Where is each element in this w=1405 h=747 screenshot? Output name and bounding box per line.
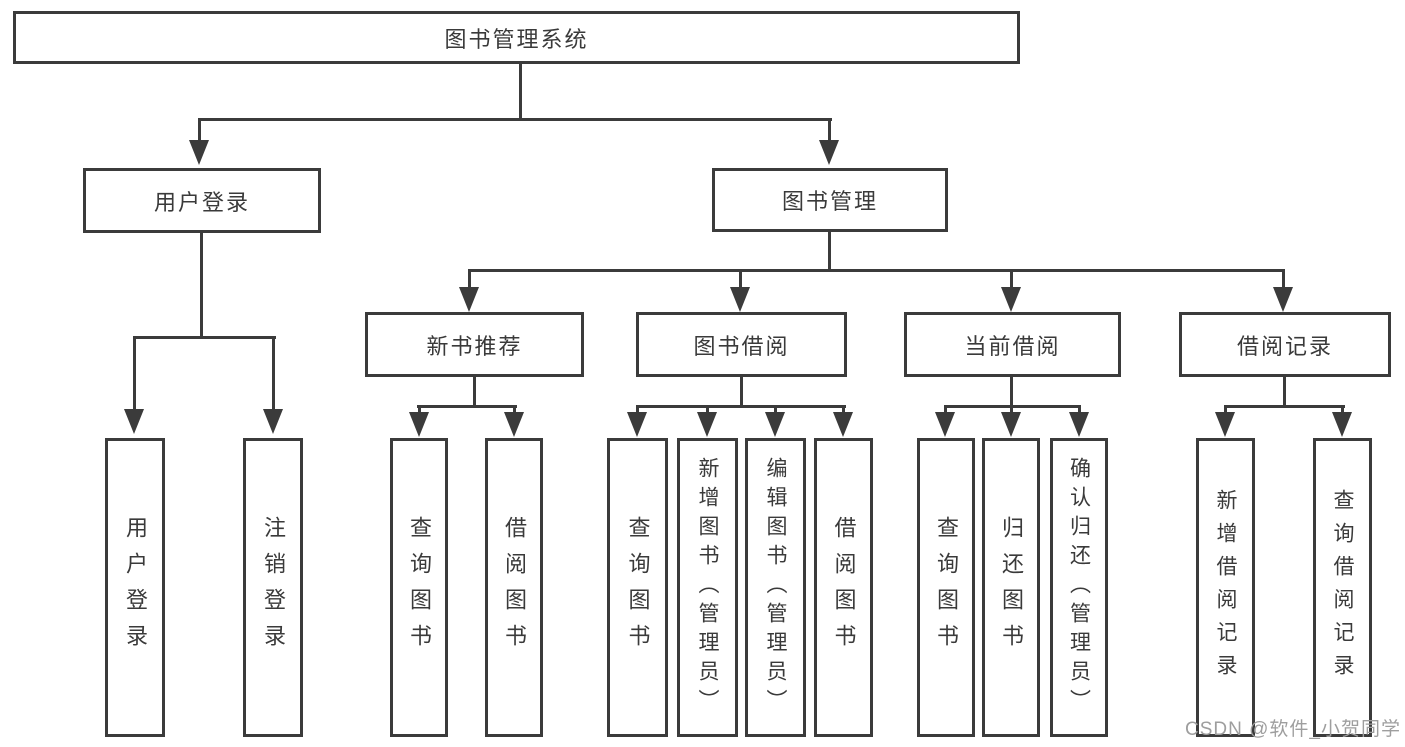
leaf-return-book: 归还图书 xyxy=(982,438,1040,737)
connector-level3-shaft xyxy=(468,269,471,291)
connector-new-book-branch xyxy=(417,405,517,408)
connector-level3-shaft xyxy=(1010,269,1013,291)
connector-leaf-shaft xyxy=(272,336,275,412)
arrowhead-down-icon xyxy=(459,287,479,312)
arrowhead-down-icon xyxy=(765,412,785,437)
leaf-query-books-2: 查询图书 xyxy=(607,438,668,737)
arrowhead-down-icon xyxy=(504,412,524,437)
connector-book-management-shaft xyxy=(828,118,831,144)
leaf-confirm-return-admin-label: 确认归还（管理员） xyxy=(1067,457,1091,718)
leaf-edit-book-admin: 编辑图书（管理员） xyxy=(745,438,806,737)
node-new-book-recommend: 新书推荐 xyxy=(365,312,584,377)
leaf-confirm-return-admin: 确认归还（管理员） xyxy=(1050,438,1108,737)
arrowhead-down-icon xyxy=(1069,412,1089,437)
node-user-login-label: 用户登录 xyxy=(153,189,250,215)
connector-leaf-shaft xyxy=(842,405,845,415)
leaf-borrow-books-1-label: 借阅图书 xyxy=(502,515,527,660)
connector-root-stem xyxy=(519,64,522,119)
connector-user-login-stem xyxy=(200,233,203,339)
connector-level3-shaft xyxy=(1282,269,1285,291)
node-current-borrow: 当前借阅 xyxy=(904,312,1121,377)
leaf-edit-book-admin-label: 编辑图书（管理员） xyxy=(764,457,787,718)
connector-leaf-shaft xyxy=(944,405,947,415)
arrowhead-down-icon xyxy=(1215,412,1235,437)
connector-leaf-shaft xyxy=(1078,405,1081,415)
node-current-borrow-label: 当前借阅 xyxy=(964,333,1061,359)
node-book-borrow: 图书借阅 xyxy=(636,312,847,377)
leaf-query-books-2-label: 查询图书 xyxy=(625,515,651,660)
arrowhead-down-icon xyxy=(1001,287,1021,312)
arrowhead-down-icon xyxy=(1332,412,1352,437)
leaf-add-book-admin: 新增图书（管理员） xyxy=(677,438,738,737)
leaf-add-borrow-record: 新增借阅记录 xyxy=(1196,438,1255,737)
leaf-borrow-books-1: 借阅图书 xyxy=(485,438,543,737)
node-book-management: 图书管理 xyxy=(712,168,948,232)
connector-book-borrow-stem xyxy=(740,377,743,408)
connector-leaf-shaft xyxy=(418,405,421,415)
node-root: 图书管理系统 xyxy=(13,11,1020,64)
connector-leaf-shaft xyxy=(513,405,516,415)
connector-level3-shaft xyxy=(739,269,742,291)
arrowhead-down-icon xyxy=(833,412,853,437)
leaf-logout-label: 注销登录 xyxy=(261,515,286,660)
arrowhead-down-icon xyxy=(697,412,717,437)
arrowhead-down-icon xyxy=(1273,287,1293,312)
connector-user-login-shaft xyxy=(198,118,201,144)
leaf-user-login: 用户登录 xyxy=(105,438,165,737)
leaf-user-login-label: 用户登录 xyxy=(123,515,148,660)
connector-leaf-shaft xyxy=(706,405,709,415)
node-user-login: 用户登录 xyxy=(83,168,321,233)
arrowhead-down-icon xyxy=(627,412,647,437)
connector-current-borrow-stem xyxy=(1010,377,1013,408)
leaf-logout: 注销登录 xyxy=(243,438,303,737)
arrowhead-down-icon xyxy=(1001,412,1021,437)
connector-leaf-shaft xyxy=(636,405,639,415)
connector-user-login-branch xyxy=(133,336,276,339)
node-borrow-records-label: 借阅记录 xyxy=(1236,333,1333,359)
leaf-add-book-admin-label: 新增图书（管理员） xyxy=(696,457,719,718)
node-book-borrow-label: 图书借阅 xyxy=(693,333,790,359)
leaf-borrow-books-2: 借阅图书 xyxy=(814,438,873,737)
node-book-management-label: 图书管理 xyxy=(781,189,878,214)
connector-leaf-shaft xyxy=(1224,405,1227,415)
arrowhead-down-icon xyxy=(935,412,955,437)
leaf-query-borrow-record-label: 查询借阅记录 xyxy=(1331,488,1354,687)
connector-borrow-record-branch xyxy=(1224,405,1345,408)
leaf-add-borrow-record-label: 新增借阅记录 xyxy=(1214,488,1237,687)
connector-root-branch xyxy=(198,118,832,121)
connector-book-management-stem xyxy=(828,232,831,272)
connector-leaf-shaft xyxy=(1010,405,1013,415)
connector-leaf-shaft xyxy=(774,405,777,415)
node-root-label: 图书管理系统 xyxy=(444,26,589,52)
leaf-query-books-3-label: 查询图书 xyxy=(934,515,959,660)
leaf-return-book-label: 归还图书 xyxy=(999,515,1024,660)
leaf-borrow-books-2-label: 借阅图书 xyxy=(831,515,857,660)
leaf-query-books-1: 查询图书 xyxy=(390,438,448,737)
node-borrow-records: 借阅记录 xyxy=(1179,312,1391,377)
connector-new-book-stem xyxy=(473,377,476,408)
leaf-query-books-3: 查询图书 xyxy=(917,438,975,737)
arrowhead-down-icon xyxy=(189,140,209,165)
connector-leaf-shaft xyxy=(133,336,136,412)
leaf-query-borrow-record: 查询借阅记录 xyxy=(1313,438,1372,737)
watermark: CSDN @软件_小贺同学 xyxy=(1185,719,1401,740)
arrowhead-down-icon xyxy=(730,287,750,312)
connector-leaf-shaft xyxy=(1341,405,1344,415)
arrowhead-down-icon xyxy=(409,412,429,437)
node-new-book-recommend-label: 新书推荐 xyxy=(426,333,523,359)
connector-book-management-branch xyxy=(468,269,1285,272)
connector-borrow-record-stem xyxy=(1283,377,1286,408)
arrowhead-down-icon xyxy=(819,140,839,165)
arrowhead-down-icon xyxy=(263,409,283,434)
arrowhead-down-icon xyxy=(124,409,144,434)
connector-book-borrow-branch xyxy=(636,405,846,408)
leaf-query-books-1-label: 查询图书 xyxy=(407,515,432,660)
